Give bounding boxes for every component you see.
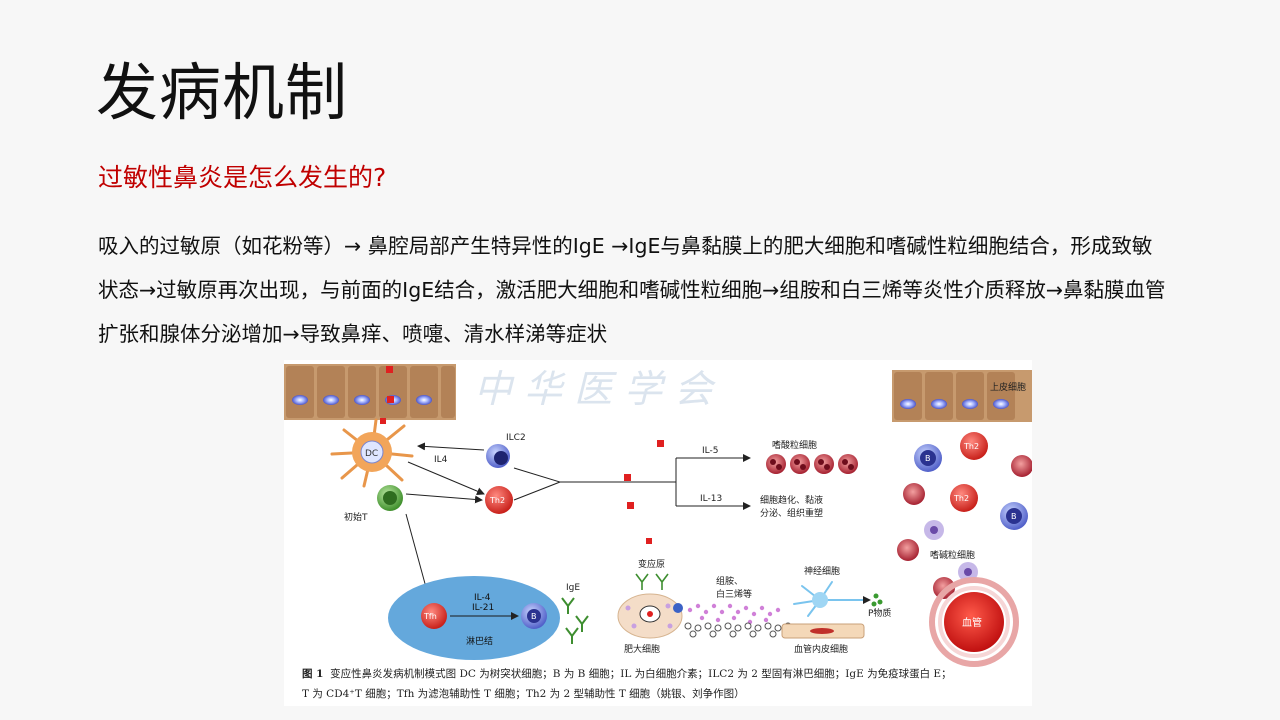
- watermark: 中 华 医 学 会: [474, 367, 716, 411]
- label-b-ln: B: [531, 612, 537, 621]
- label-mediator-line2: 白三烯等: [716, 588, 752, 600]
- caption-prefix: 图 1: [302, 668, 324, 680]
- label-basophil: 嗜碱粒细胞: [930, 549, 975, 561]
- label-endothelial: 血管内皮细胞: [794, 643, 848, 655]
- label-eosinophil: 嗜酸粒细胞: [772, 439, 817, 451]
- epithelium-right: [892, 370, 1032, 422]
- label-il21-ln: IL-21: [472, 603, 494, 613]
- mediator-dots: [687, 603, 781, 625]
- caption-line1: 变应性鼻炎发病机制模式图 DC 为树突状细胞；B 为 B 细胞；IL 为白细胞介…: [330, 668, 952, 680]
- label-b-1: B: [925, 454, 931, 463]
- label-th2: Th2: [489, 496, 505, 505]
- ilc2-cell: ILC2: [486, 433, 526, 468]
- label-naive-t: 初始T: [344, 511, 368, 523]
- label-ilc2: ILC2: [506, 433, 526, 443]
- th2-cell: Th2: [485, 486, 513, 514]
- label-dc: DC: [365, 449, 378, 459]
- label-allergen: 变应原: [638, 558, 665, 570]
- dendritic-cell: DC: [330, 418, 414, 488]
- label-ige: IgE: [566, 583, 580, 593]
- mechanism-figure: 中 华 医 学 会: [284, 360, 1032, 706]
- arrows-left: [405, 442, 751, 603]
- label-effect-line1: 细胞趋化、黏液: [760, 494, 823, 506]
- label-mediator-line1: 组胺、: [716, 575, 743, 587]
- lymph-node: Tfh B IL-4 IL-21 淋巴结: [388, 576, 560, 660]
- label-il5: IL-5: [702, 446, 718, 456]
- caption-line2: T 为 CD4⁺T 细胞；Tfh 为滤泡辅助性 T 细胞；Th2 为 2 型辅助…: [302, 688, 745, 700]
- nerve-cell: 神经细胞 P物质: [793, 565, 891, 619]
- label-il4-ln: IL-4: [474, 593, 491, 603]
- label-th2-right-2: Th2: [953, 494, 969, 503]
- endothelial-cells: 血管内皮细胞: [781, 623, 865, 655]
- label-il13: IL-13: [700, 494, 722, 504]
- body-paragraph: 吸入的过敏原（如花粉等）→ 鼻腔局部产生特异性的IgE →IgE与鼻黏膜上的肥大…: [98, 234, 1166, 346]
- label-th2-right-1: Th2: [963, 442, 979, 451]
- mast-cell: 变应原 肥大细胞: [617, 558, 683, 655]
- allergen-particles: [380, 366, 664, 544]
- naive-t-cell: 初始T: [344, 485, 403, 523]
- mechanism-diagram: 中 华 医 学 会: [284, 364, 1032, 667]
- eosinophil-group: [766, 454, 858, 474]
- epithelium-left: [284, 364, 456, 420]
- right-cell-cluster: B Th2 Th2 B: [897, 432, 1032, 599]
- figure-caption: 图 1 变应性鼻炎发病机制模式图 DC 为树突状细胞；B 为 B 细胞；IL 为…: [302, 664, 1032, 704]
- slide-subtitle: 过敏性鼻炎是怎么发生的?: [98, 163, 387, 192]
- label-nerve-cell: 神经细胞: [804, 565, 840, 577]
- label-lymph-node: 淋巴结: [466, 635, 493, 647]
- label-tfh: Tfh: [423, 612, 437, 621]
- label-epithelial: 上皮细胞: [990, 381, 1026, 393]
- label-b-2: B: [1011, 512, 1017, 521]
- label-il4-top: IL4: [434, 455, 448, 465]
- caption-line1-wrap: 图 1 变应性鼻炎发病机制模式图 DC 为树突状细胞；B 为 B 细胞；IL 为…: [302, 664, 1032, 684]
- label-blood: 血管: [962, 616, 982, 629]
- ige-antibodies: [561, 597, 589, 644]
- label-mast-cell: 肥大细胞: [624, 643, 660, 655]
- label-substance-p: P物质: [868, 607, 891, 619]
- blood-vessel: 血管: [929, 577, 1019, 667]
- label-effect-line2: 分泌、组织重塑: [760, 507, 823, 519]
- slide-title: 发病机制: [96, 56, 349, 129]
